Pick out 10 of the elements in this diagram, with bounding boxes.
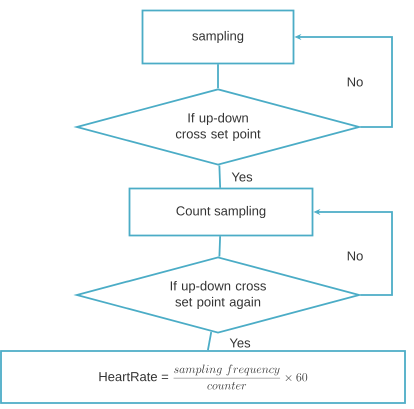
connector-line [218,236,222,256]
process-box: sampling [142,10,294,64]
process-box: Count sampling [128,188,314,236]
connector-line [207,332,212,350]
connector-line [217,64,219,88]
formula-box: HeartRate = $\frac{sampling\ frequency}{counter} \times 60$ [0,350,406,404]
edge-label: No [348,77,363,87]
edge-label: Yes [230,338,250,348]
connector-line [218,165,222,188]
edge-label: Yes [232,172,252,182]
